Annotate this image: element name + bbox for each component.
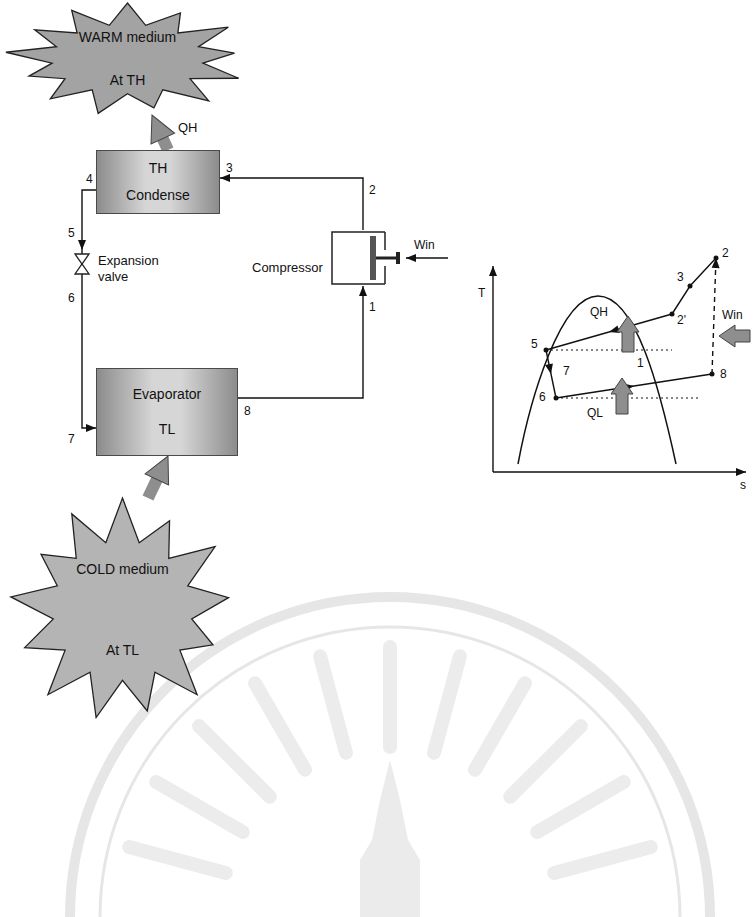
cold-medium-burst: COLD medium At TL [10,498,235,723]
heat-label: QH [590,305,608,319]
dotted-guide [546,350,672,351]
compression-line [712,258,716,374]
temperature-axis [492,266,493,472]
warm-medium-burst: WARM medium At TH [5,3,250,115]
heat-flow-arrow [148,474,159,498]
throttling-line [546,350,551,374]
state-number: 6 [539,390,546,404]
heat-label: QH [176,120,200,136]
starburst-outline [6,3,239,113]
evaporator-box: EvaporatorTL [96,368,238,456]
expansion-valve: Expansion valve [72,250,172,290]
state-number: 2 [369,183,376,197]
state-points [544,256,719,401]
node-text: Compressor [252,260,323,276]
node-text: At TL [106,642,139,660]
state-number: 8 [244,404,251,418]
work-label: Win [722,308,743,322]
condenser-box: TH Condense [96,150,220,214]
work-in-arrow [406,257,448,258]
node-text: Evaporator [133,386,201,404]
heat-in-arrow [611,378,633,414]
work-label: Win [414,238,435,252]
warm-medium-burst-shape [5,3,250,115]
heat-out-arrow [617,316,639,352]
piston [370,236,376,280]
evaporation-line [634,374,712,386]
entropy-axis [493,471,746,472]
compressor-symbol: Compressor [252,230,402,286]
refrigerant-line [82,290,96,428]
node-text: TH [149,160,168,178]
refrigerant-line [238,286,363,398]
axis-label: T [478,286,485,300]
state-number: 7 [563,364,570,378]
state-number: 2 [722,246,729,260]
refrigerant-line [82,190,96,250]
heat-flow-arrow [160,133,168,150]
node-text: WARM medium [79,29,177,47]
rod-knob [396,252,400,264]
state-number: 5 [531,337,538,351]
starburst-outline [11,498,229,718]
state-number: 1 [369,300,376,314]
node-text: Expansion valve [98,253,170,286]
condensing-line [546,332,609,350]
piston-rod [376,257,398,260]
seal-emblem [360,760,420,917]
heat-label: QL [587,406,603,420]
state-number: 8 [720,367,727,381]
state-number: 3 [677,270,684,284]
node-text: TL [159,421,175,439]
compressor-symbol-shape [252,230,402,286]
node-text: Condense [126,187,190,205]
work-in-arrow [719,325,750,347]
state-number: 4 [86,172,93,186]
node-text: COLD medium [76,561,169,579]
saturation-dome [518,296,676,464]
state-number: 2' [677,313,686,327]
desuperheat-line [672,258,716,314]
state-number: 7 [68,432,75,446]
refrigerant-line [220,178,363,230]
node-text: At TH [110,72,146,90]
axis-label: s [740,478,746,492]
state-number: 6 [68,291,75,305]
state-number: 1 [637,356,644,370]
ts-diagram [493,256,750,473]
state-number: 3 [226,161,233,175]
state-number: 5 [68,226,75,240]
cold-medium-burst-shape [10,498,235,723]
valve-symbol [75,264,89,274]
valve-symbol [75,254,89,264]
throttling-line [551,374,556,398]
